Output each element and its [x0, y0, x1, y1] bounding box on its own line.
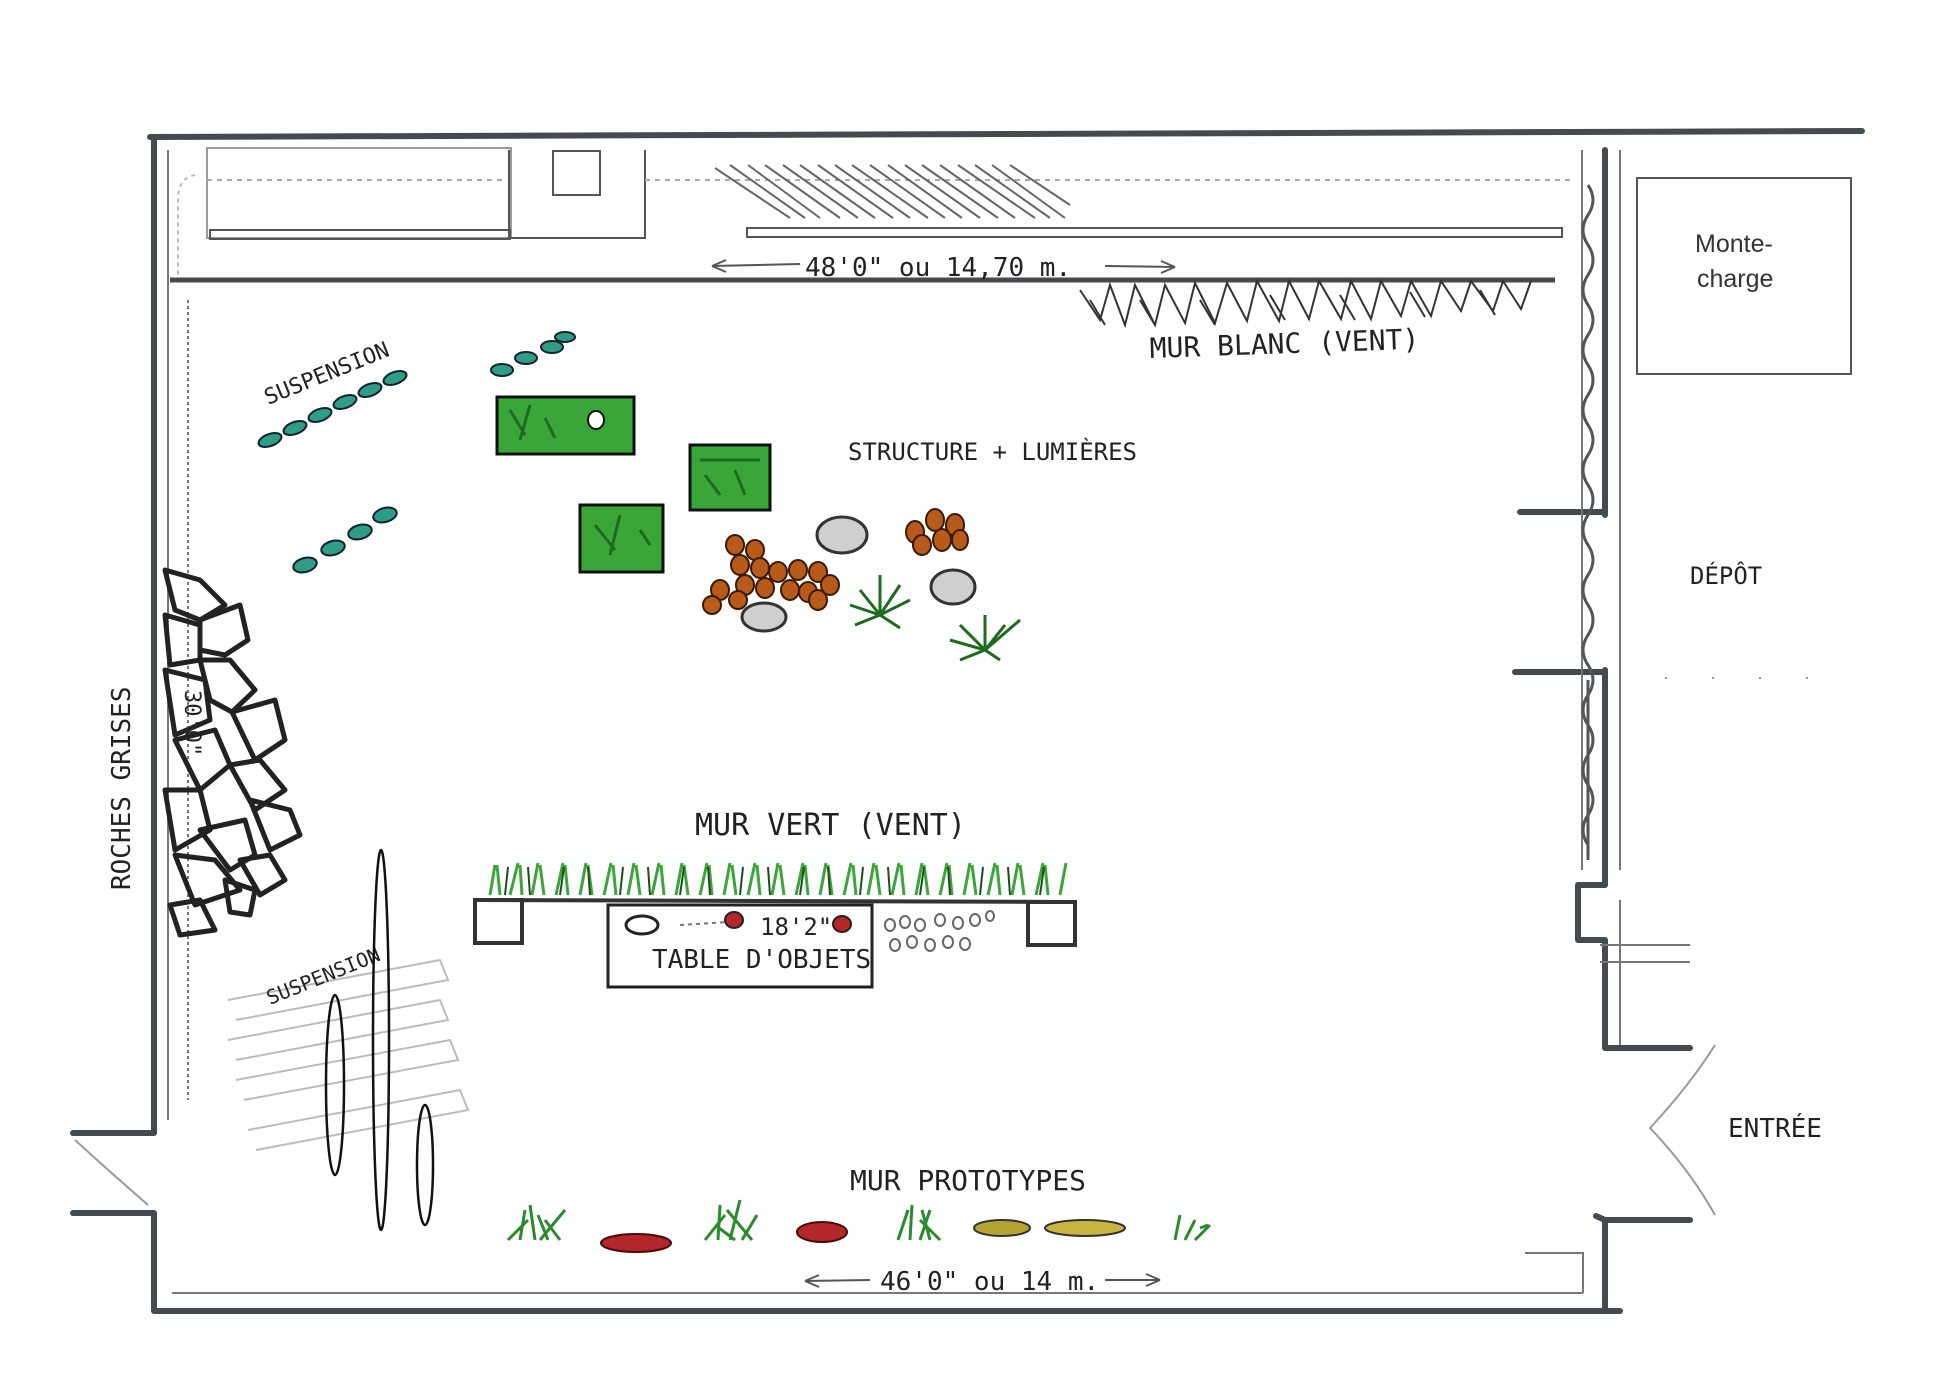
suspension-bead [332, 394, 358, 410]
green-panels [495, 395, 772, 574]
grass-tufts-center [849, 575, 1021, 662]
structure-label: STRUCTURE + LUMIÈRES [848, 437, 1137, 466]
dimension-bottom: 46'0" ou 14 m. [804, 1267, 1161, 1297]
suspension-bottom-label: SUSPENSION [263, 942, 384, 1009]
monte-charge-label-2: charge [1697, 265, 1773, 293]
orange-stones [702, 508, 969, 615]
walls [70, 128, 1865, 1314]
wall-right-mid [1575, 667, 1693, 1051]
suspension-bottom-cords [324, 848, 435, 1232]
wall-left-lower [70, 1210, 1623, 1314]
suspension-top [257, 331, 576, 574]
suspension-bead [307, 407, 333, 423]
table-label: TABLE D'OBJETS [652, 945, 871, 975]
monte-charge: Monte- charge [1636, 177, 1852, 375]
roches-label: ROCHES GRISES [107, 687, 137, 891]
suspension-bead [292, 556, 318, 574]
mur-blanc-label: MUR BLANC (VENT) [1149, 323, 1420, 365]
green-panel [495, 395, 636, 456]
gray-stones [740, 515, 977, 633]
suspension-bead [490, 363, 514, 377]
dimension-bottom-label: 46'0" ou 14 m. [880, 1267, 1099, 1297]
green-panel [688, 443, 772, 512]
top-wall-band [170, 147, 1570, 283]
mur-prototypes-label: MUR PROTOTYPES [850, 1164, 1086, 1197]
entree-door-swing [1648, 1044, 1716, 1216]
suspension-bead [372, 506, 398, 524]
suspension-bead [320, 539, 346, 557]
table-objets: 18'2" TABLE D'OBJETS [606, 903, 874, 989]
table-dim-label: 18'2" [760, 913, 832, 941]
roches-grises [162, 567, 303, 938]
depot-label: DÉPÔT [1690, 560, 1762, 590]
dimension-top: 48'0" ou 14,70 m. [711, 253, 1176, 283]
wall-left-upper [70, 134, 157, 1136]
inner-lines [167, 150, 1690, 1294]
suspension-bead [282, 420, 308, 436]
suspension-bead [347, 523, 373, 541]
suspension-bead [257, 432, 283, 448]
roches-dim-label: 30'0" [179, 690, 204, 756]
mur-blanc [1079, 278, 1532, 329]
mur-vert-grass [488, 862, 1068, 896]
wall-top [147, 128, 1865, 140]
table-small-stones [884, 910, 995, 952]
curtain-right [1581, 184, 1595, 846]
suspension-bead [357, 382, 383, 398]
suspension-bead [554, 331, 576, 343]
entree-label: ENTRÉE [1728, 1112, 1822, 1144]
mur-vert-grass-dark [504, 866, 1045, 896]
mur-vert-label: MUR VERT (VENT) [695, 808, 966, 843]
left-door-swing [74, 1139, 149, 1206]
mur-prototypes-items [506, 1199, 1212, 1253]
green-panel [578, 503, 665, 574]
suspension-top-label: SUSPENSION [261, 338, 393, 411]
roof-slats [714, 164, 1071, 219]
dimension-top-label: 48'0" ou 14,70 m. [805, 253, 1071, 283]
suspension-bead [540, 340, 564, 354]
monte-charge-label-1: Monte- [1695, 230, 1773, 258]
mur-vert-base [473, 898, 1077, 947]
suspension-bead [382, 370, 408, 386]
suspension-bead [514, 351, 538, 365]
